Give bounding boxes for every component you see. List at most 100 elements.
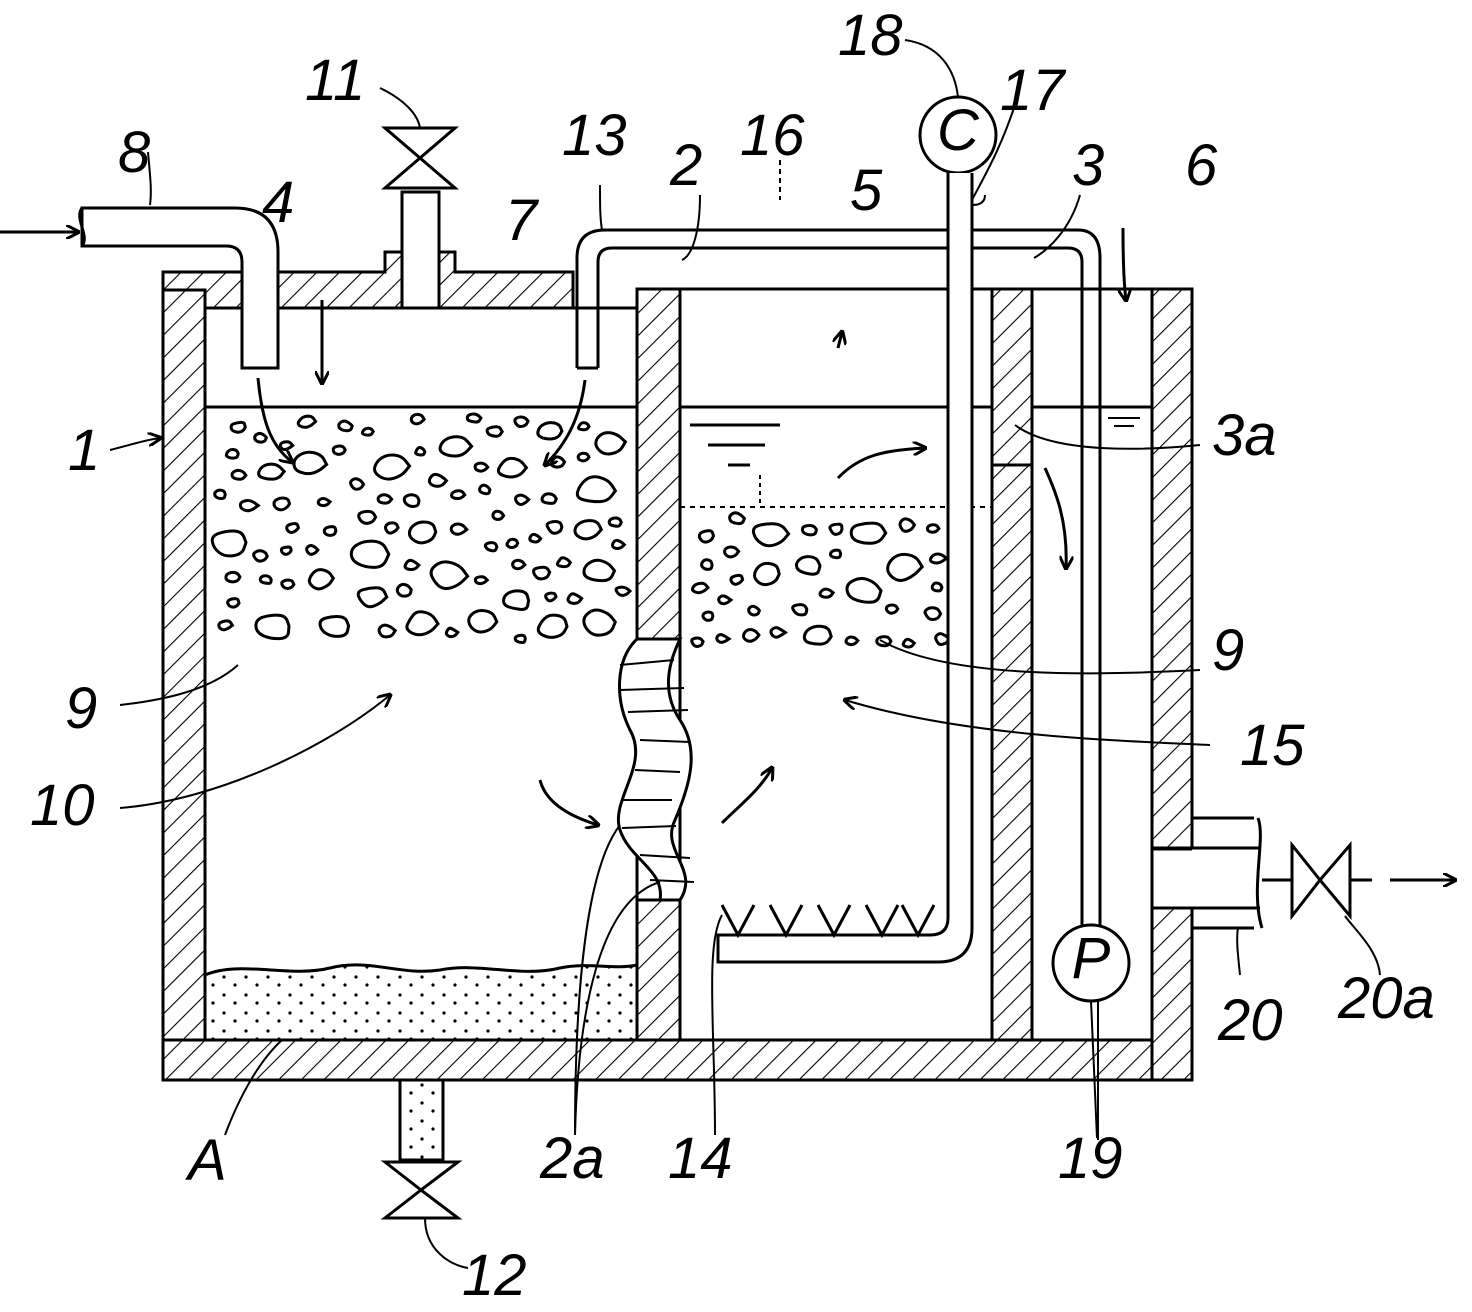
filter-medium-pebble bbox=[536, 613, 569, 639]
filter-medium-pebble bbox=[224, 447, 240, 460]
filter-medium-pebble bbox=[465, 412, 483, 424]
filter-medium-pebble bbox=[901, 637, 917, 649]
filter-medium-pebble bbox=[450, 489, 467, 501]
label-5: 5 bbox=[850, 158, 883, 223]
filter-medium-pebble bbox=[230, 468, 248, 481]
filter-medium-pebble bbox=[407, 520, 438, 545]
filter-medium-pebble bbox=[769, 626, 788, 639]
filter-medium-pebble bbox=[360, 426, 375, 437]
lid bbox=[161, 250, 575, 310]
label-15: 15 bbox=[1240, 713, 1305, 778]
label-1: 1 bbox=[68, 418, 100, 483]
filter-medium-pebble bbox=[791, 603, 809, 617]
filter-medium-pebble bbox=[279, 545, 293, 556]
filter-medium-pebble bbox=[844, 635, 860, 647]
filter-medium-pebble bbox=[828, 548, 843, 560]
air-pipe-14 bbox=[716, 173, 974, 964]
filter-medium-pebble bbox=[849, 521, 888, 545]
filter-medium-pebble bbox=[729, 573, 745, 586]
inlet-pipe-8 bbox=[80, 206, 280, 370]
label-2a: 2a bbox=[539, 1126, 605, 1191]
filter-medium-pebble bbox=[402, 493, 421, 508]
filter-medium-pebble bbox=[272, 496, 292, 512]
label-10: 10 bbox=[30, 773, 95, 838]
label-2: 2 bbox=[669, 133, 702, 198]
outlet-valve-20a bbox=[1290, 840, 1352, 921]
reference-labels: 1 2 2a 3 3a 4 5 6 7 8 9 9 10 11 12 13 14… bbox=[30, 3, 1435, 1308]
filter-medium-pebble bbox=[278, 440, 295, 452]
tank-left-wall bbox=[161, 270, 207, 1082]
filter-medium-pebble bbox=[485, 425, 504, 438]
label-3: 3 bbox=[1072, 133, 1104, 198]
filter-medium-pebble bbox=[473, 575, 490, 586]
filter-medium-pebble bbox=[923, 606, 943, 621]
filter-medium-pebble bbox=[373, 453, 412, 481]
filter-medium-pebble bbox=[511, 558, 527, 571]
label-20: 20 bbox=[1217, 988, 1283, 1053]
filter-medium-pebble bbox=[544, 591, 558, 603]
pump-symbol: P bbox=[1072, 926, 1111, 991]
filter-medium-pebble bbox=[697, 529, 716, 544]
filter-medium-pebble bbox=[614, 585, 633, 597]
filter-medium-pebble bbox=[376, 493, 394, 505]
filter-medium-pebble bbox=[254, 613, 291, 641]
filter-medium-pebble bbox=[322, 525, 338, 537]
filter-medium-pebble bbox=[742, 627, 761, 643]
tank-body bbox=[161, 250, 1194, 1082]
filter-medium-pebble bbox=[292, 450, 329, 476]
filter-medium-pebble bbox=[690, 636, 705, 648]
label-13: 13 bbox=[562, 103, 627, 168]
filter-medium-pebble bbox=[690, 581, 710, 595]
filter-medium-pebble bbox=[728, 511, 747, 526]
filter-medium-pebble bbox=[253, 431, 269, 444]
filter-medium-pebble bbox=[582, 558, 617, 583]
filter-medium-pebble bbox=[229, 420, 247, 434]
filter-medium-pebble bbox=[473, 461, 490, 473]
filter-medium-pebble bbox=[747, 604, 762, 617]
filter-medium-pebble bbox=[337, 419, 354, 433]
filter-medium-pebble bbox=[594, 431, 628, 456]
filter-medium-pebble bbox=[610, 538, 627, 551]
filter-medium-pebble bbox=[377, 623, 398, 639]
filter-medium-pebble bbox=[258, 574, 273, 585]
recirculation-pipe-13 bbox=[575, 228, 1102, 940]
diffuser-nozzles bbox=[720, 904, 936, 939]
filter-medium-pebble bbox=[607, 516, 623, 528]
filter-medium-pebble bbox=[794, 555, 822, 576]
filter-medium-pebble bbox=[828, 522, 844, 536]
filter-medium-pebble bbox=[540, 492, 558, 505]
filter-medium-pebble bbox=[356, 586, 389, 609]
filter-media-right bbox=[690, 511, 952, 649]
filter-medium-pebble bbox=[491, 509, 506, 521]
label-17: 17 bbox=[1000, 58, 1067, 123]
porous-partition-2a bbox=[616, 637, 695, 902]
leader-lines bbox=[109, 39, 1381, 1269]
filter-medium-pebble bbox=[429, 560, 470, 591]
label-A: A bbox=[185, 1128, 227, 1193]
tank-right-wall bbox=[1150, 287, 1194, 851]
filter-medium-pebble bbox=[753, 561, 781, 587]
label-6: 6 bbox=[1185, 133, 1218, 198]
filter-medium-pebble bbox=[582, 608, 618, 637]
label-9-left: 9 bbox=[65, 676, 97, 741]
filter-medium-pebble bbox=[528, 532, 543, 544]
sludge-drain-pipe bbox=[398, 1078, 445, 1162]
filter-medium-pebble bbox=[723, 545, 741, 559]
label-16: 16 bbox=[740, 103, 805, 168]
partition-wall-2 bbox=[635, 287, 682, 641]
filter-medium-pebble bbox=[573, 519, 604, 541]
filter-medium-pebble bbox=[545, 520, 564, 535]
filter-medium-pebble bbox=[930, 581, 944, 593]
tank-bottom-wall bbox=[161, 1038, 1194, 1082]
filter-medium-pebble bbox=[403, 558, 421, 572]
filter-media-left bbox=[210, 412, 633, 645]
filter-medium-pebble bbox=[576, 421, 591, 432]
label-20a: 20a bbox=[1337, 966, 1435, 1031]
filter-medium-pebble bbox=[751, 522, 791, 548]
filter-medium-pebble bbox=[285, 522, 301, 535]
filter-medium-pebble bbox=[496, 456, 529, 479]
filter-medium-pebble bbox=[444, 626, 460, 639]
filter-medium-pebble bbox=[928, 552, 950, 565]
water-level-marks bbox=[690, 417, 1140, 467]
